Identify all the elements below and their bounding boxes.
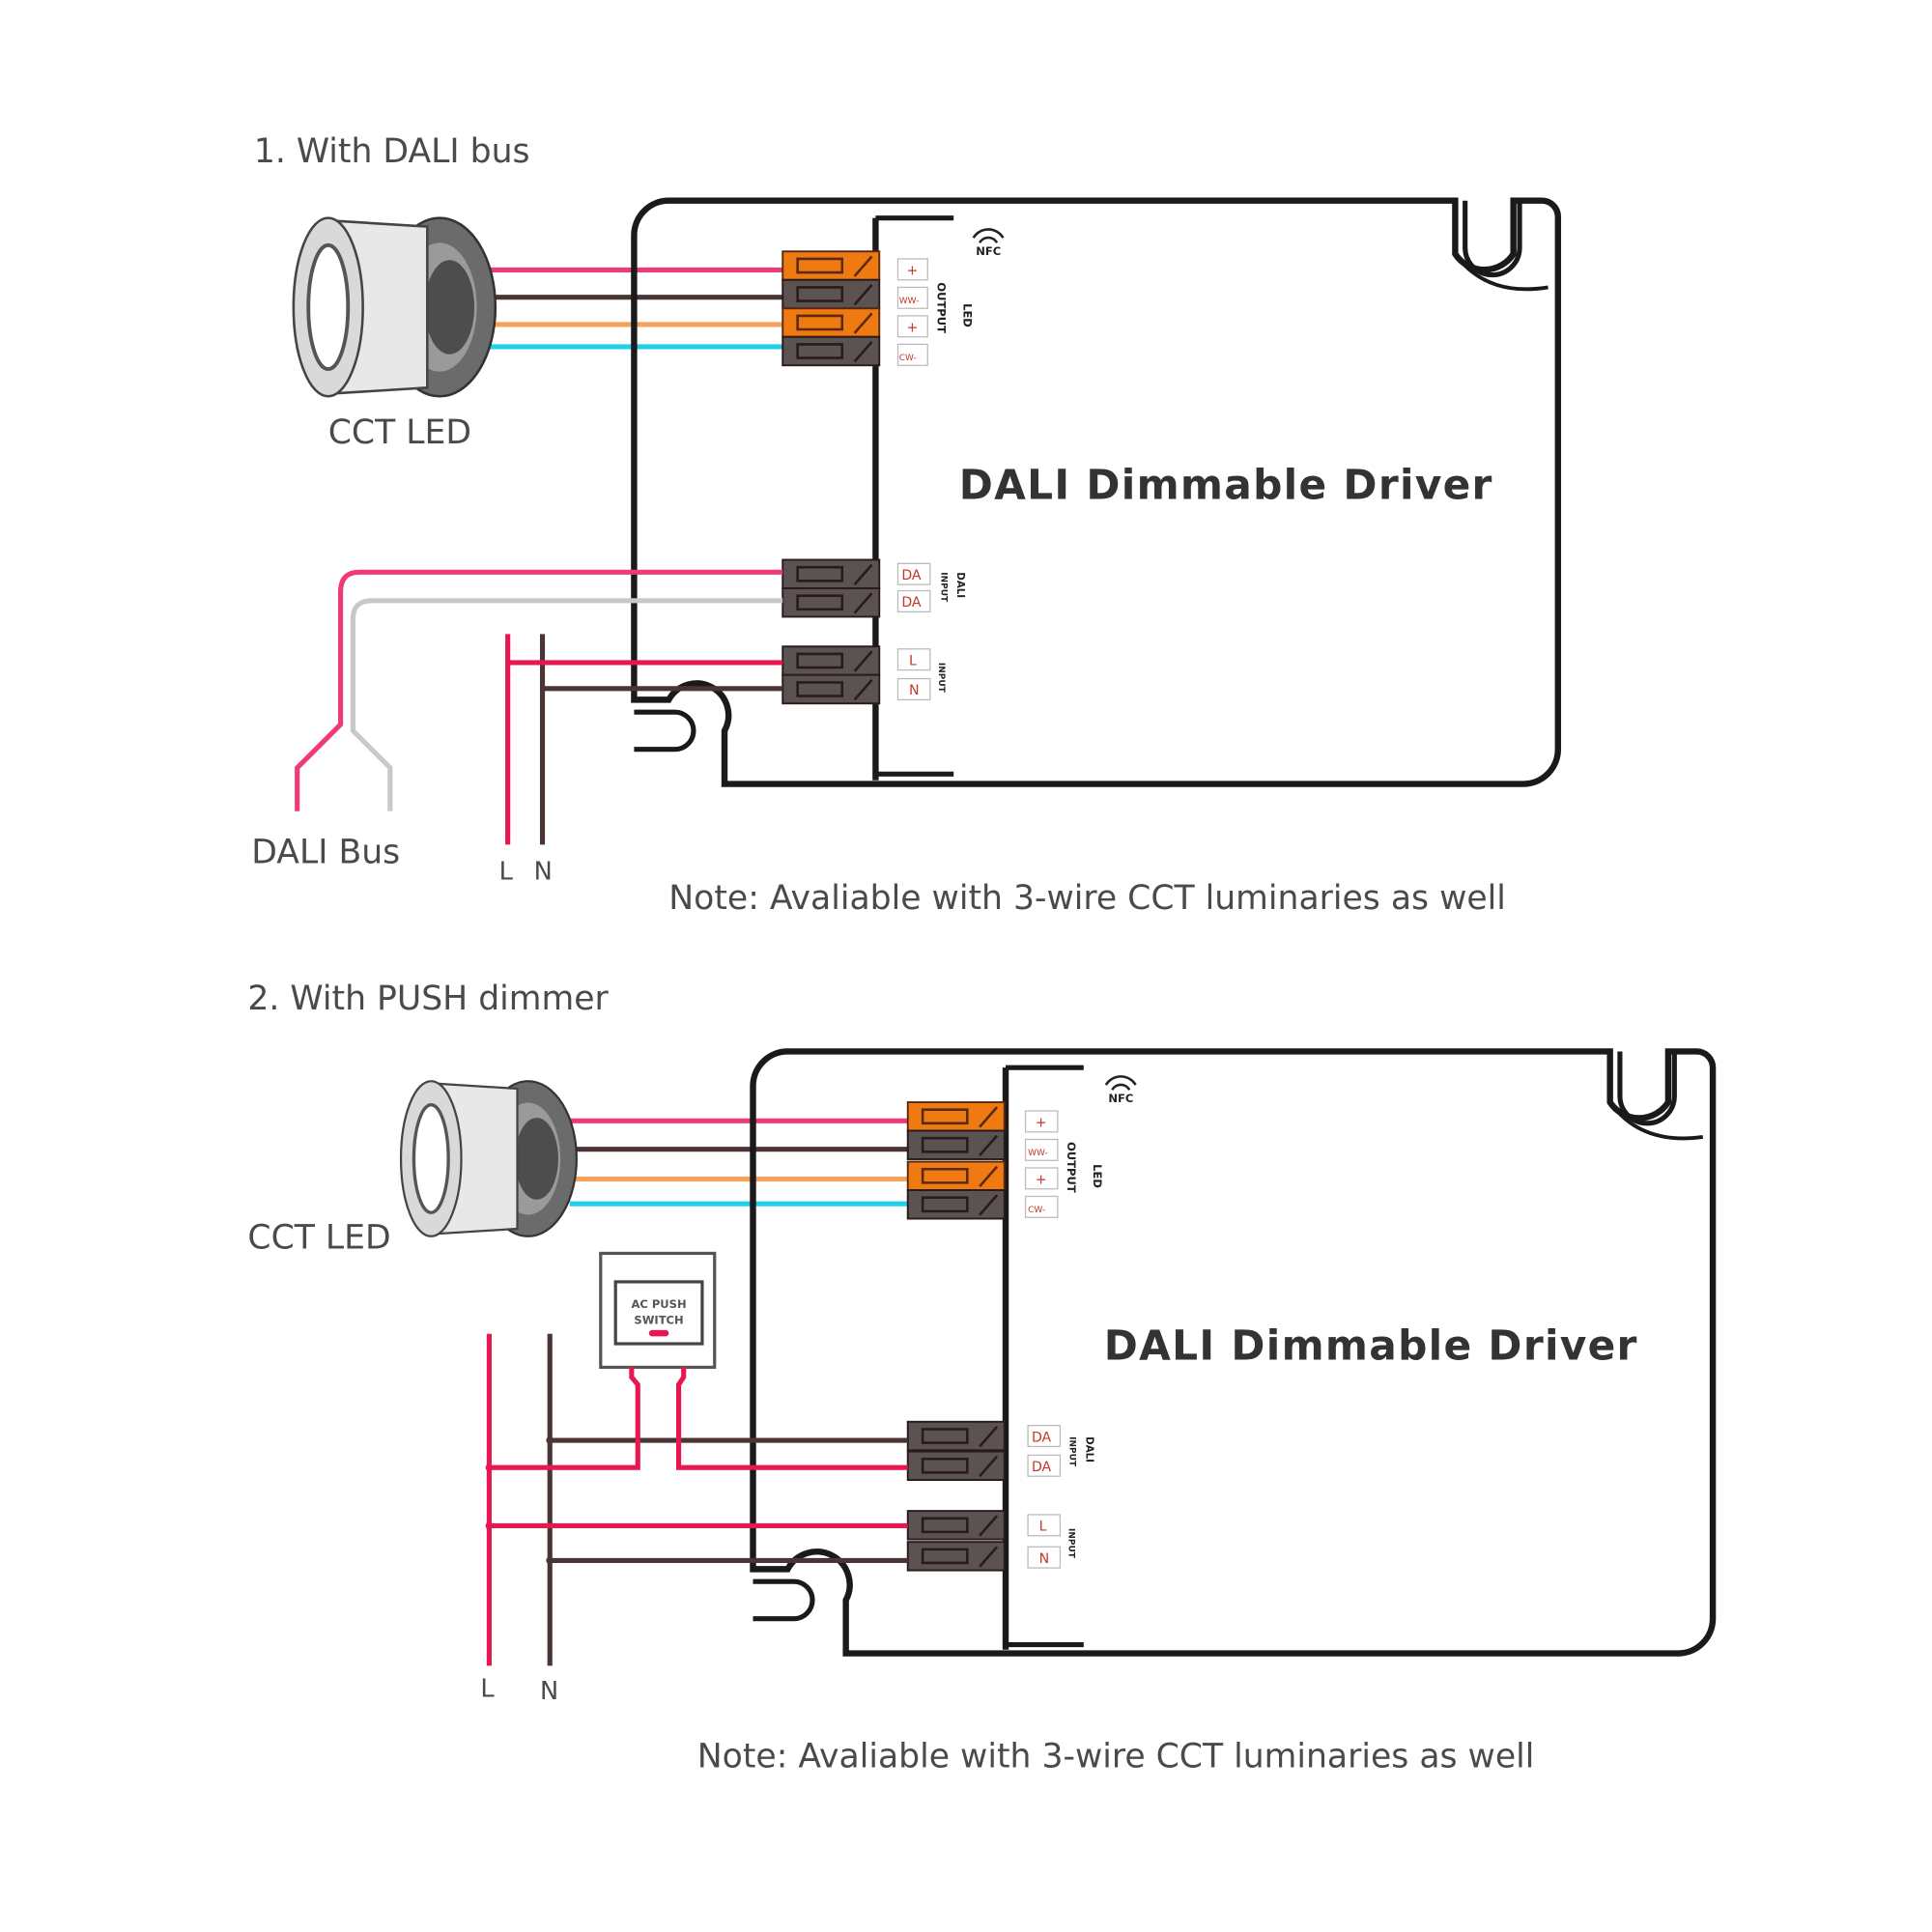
svg-text:N: N (909, 683, 920, 698)
svg-text:OUTPUT: OUTPUT (935, 282, 949, 333)
live-label: L (499, 857, 514, 886)
svg-text:L: L (1039, 1520, 1047, 1535)
svg-text:L: L (909, 653, 917, 668)
dali-bus-label: DALI Bus (251, 834, 400, 872)
note-text: Note: Avaliable with 3-wire CCT luminari… (668, 879, 1506, 918)
svg-text:INPUT: INPUT (936, 663, 946, 694)
svg-text:+: + (1036, 1173, 1047, 1188)
svg-text:INPUT: INPUT (1065, 1528, 1075, 1559)
svg-text:+: + (906, 264, 918, 279)
led-label: CCT LED (328, 413, 471, 452)
svg-text:DA: DA (1032, 1430, 1052, 1445)
svg-text:DA: DA (901, 568, 922, 583)
live-label: L (480, 1674, 495, 1703)
mains-wires (505, 634, 783, 845)
svg-text:LED: LED (1091, 1164, 1104, 1188)
ac-input-terminal-block: L N INPUT (781, 644, 946, 705)
diagram-dali-bus: 1. With DALI bus CCT LED NFC + WW- (251, 132, 1562, 918)
driver-housing (750, 1048, 1717, 1657)
diagram-push-dimmer: 2. With PUSH dimmer CCT LED NFC + WW- (247, 980, 1717, 1776)
svg-text:+: + (906, 321, 918, 336)
switch-label: SWITCH (634, 1314, 683, 1327)
svg-text:INPUT: INPUT (938, 572, 948, 603)
svg-text:DALI: DALI (1083, 1436, 1094, 1463)
nfc-icon (972, 228, 1005, 244)
nfc-label: NFC (1108, 1092, 1133, 1105)
cct-led-lamp (291, 215, 497, 399)
diagram-title: 2. With PUSH dimmer (247, 980, 609, 1018)
svg-text:OUTPUT: OUTPUT (1065, 1142, 1078, 1193)
svg-text:WW-: WW- (899, 297, 920, 306)
svg-text:INPUT: INPUT (1067, 1436, 1077, 1467)
svg-text:CW-: CW- (1028, 1206, 1045, 1215)
led-output-terminal-block (906, 1100, 1007, 1220)
dali-bus-wires (295, 569, 783, 811)
driver-title: DALI Dimmable Driver (959, 462, 1493, 509)
svg-text:DA: DA (1032, 1460, 1052, 1475)
neutral-label: N (534, 857, 553, 886)
diagram-title: 1. With DALI bus (254, 132, 530, 171)
svg-text:CW-: CW- (899, 354, 917, 363)
svg-text:N: N (1039, 1551, 1050, 1567)
svg-text:LED: LED (960, 303, 974, 327)
svg-text:DA: DA (901, 595, 922, 611)
mains-and-switch-wires (485, 1333, 908, 1666)
dali-terminal-block: DA DA INPUT DALI (906, 1420, 1094, 1482)
svg-text:+: + (1036, 1116, 1047, 1131)
led-terminal-labels: + WW- + CW- OUTPUT LED (1024, 1110, 1104, 1218)
led-label: CCT LED (247, 1218, 390, 1257)
neutral-label: N (540, 1677, 558, 1706)
svg-text:DALI: DALI (954, 572, 966, 598)
dali-terminal-block: DA DA INPUT DALI (781, 558, 966, 618)
note-text: Note: Avaliable with 3-wire CCT luminari… (697, 1737, 1535, 1776)
switch-label: AC PUSH (631, 1297, 686, 1311)
nfc-label: NFC (976, 244, 1001, 258)
nfc-icon (1104, 1075, 1137, 1092)
led-terminal-labels: + WW- + CW- OUTPUT LED (896, 258, 974, 366)
ac-input-terminal-block: L N INPUT (906, 1509, 1075, 1572)
svg-text:WW-: WW- (1028, 1149, 1048, 1158)
cct-led-lamp (399, 1079, 579, 1238)
led-output-wires (569, 1118, 908, 1207)
driver-title: DALI Dimmable Driver (1104, 1322, 1638, 1370)
ac-push-switch: AC PUSH SWITCH (599, 1251, 717, 1369)
led-output-terminal-block (781, 249, 881, 367)
